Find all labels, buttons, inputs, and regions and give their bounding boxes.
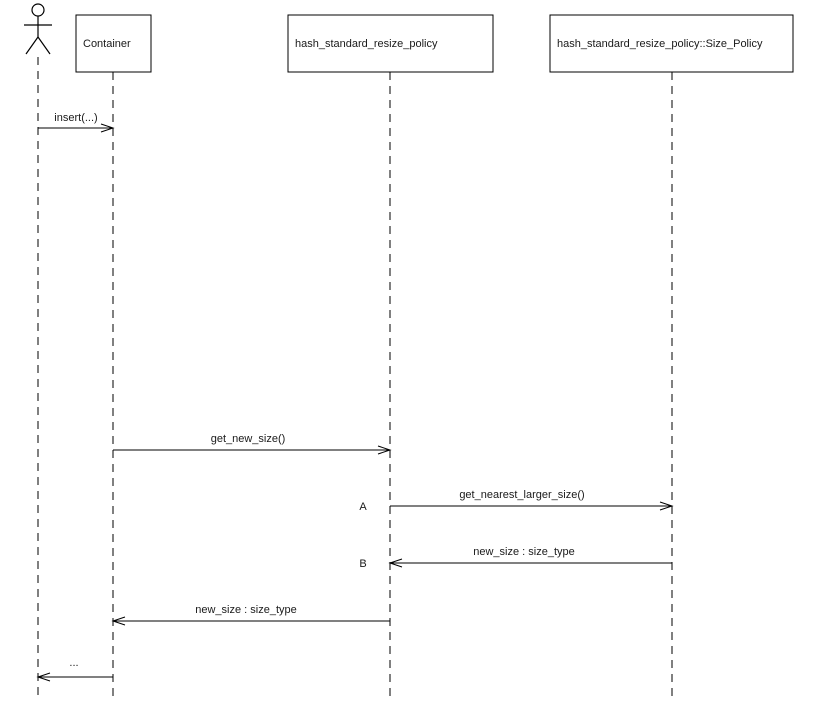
message-get-new-size: get_new_size() bbox=[113, 433, 392, 455]
message-seq-a: A bbox=[359, 501, 367, 513]
message-get-new-size-label: get_new_size() bbox=[211, 433, 286, 445]
message-new-size-return-to-container-label: new_size : size_type bbox=[195, 604, 297, 616]
arrow-right-icon bbox=[659, 501, 674, 511]
participant-container-box bbox=[75, 14, 152, 73]
participant-container-label: Container bbox=[83, 38, 131, 50]
message-ellipsis-return-label: ... bbox=[69, 657, 78, 669]
arrow-right-icon bbox=[100, 123, 115, 133]
message-new-size-return-to-policy: B new_size : size_type bbox=[359, 546, 672, 570]
message-get-nearest-larger-size-label: get_nearest_larger_size() bbox=[459, 489, 584, 501]
participant-container: Container bbox=[75, 14, 152, 73]
arrow-left-icon bbox=[388, 558, 403, 568]
arrow-left-icon bbox=[36, 672, 51, 682]
participant-size-policy-label: hash_standard_resize_policy::Size_Policy bbox=[557, 38, 763, 50]
message-new-size-return-to-policy-label: new_size : size_type bbox=[473, 546, 575, 558]
arrow-left-icon bbox=[111, 616, 126, 626]
participant-hash-standard-resize-policy-box bbox=[287, 14, 494, 73]
participant-hash-standard-resize-policy-label: hash_standard_resize_policy bbox=[295, 38, 438, 50]
message-insert-label: insert(...) bbox=[54, 112, 97, 124]
message-seq-b: B bbox=[359, 558, 366, 570]
participant-size-policy: hash_standard_resize_policy::Size_Policy bbox=[549, 14, 794, 73]
participant-hash-standard-resize-policy: hash_standard_resize_policy bbox=[287, 14, 494, 73]
message-insert: insert(...) bbox=[38, 112, 115, 133]
actor-head bbox=[31, 3, 45, 17]
actor-left-leg bbox=[25, 36, 39, 55]
message-ellipsis-return: ... bbox=[36, 657, 113, 682]
message-get-nearest-larger-size: A get_nearest_larger_size() bbox=[359, 489, 674, 513]
message-new-size-return-to-container: new_size : size_type bbox=[111, 604, 390, 626]
arrow-right-icon bbox=[377, 445, 392, 455]
participant-size-policy-box bbox=[549, 14, 794, 73]
actor-figure-icon bbox=[24, 3, 52, 55]
actor-right-leg bbox=[37, 36, 51, 55]
